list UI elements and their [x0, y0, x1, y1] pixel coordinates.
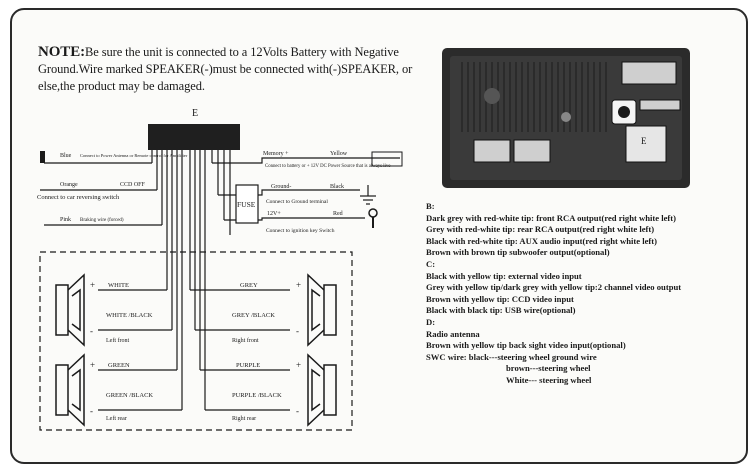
rf-minus: -: [296, 326, 299, 336]
v12-label: 12V+: [267, 211, 281, 217]
orange-wire-label: Orange: [60, 182, 78, 188]
orange-wire-note: Connect to car reversing switch: [37, 194, 120, 201]
yellow-note: Connect to battery or + 12V DC Power Sou…: [265, 164, 390, 169]
green-label: GREEN: [108, 362, 130, 369]
legend-line: Brown with brown tip subwoofer output(op…: [426, 247, 610, 258]
legend-line: Grey with yellow tip/dark grey with yell…: [426, 282, 682, 293]
legend-line: Brown with yellow tip: CCD video input: [426, 293, 574, 304]
right-rear-label: Right rear: [232, 416, 256, 422]
purple-label: PURPLE: [236, 362, 260, 369]
grey-black-label: GREY /BLACK: [232, 312, 275, 319]
legend-line: C:: [426, 258, 436, 269]
lr-plus: +: [90, 360, 95, 370]
ground-note: Connect to Ground terminal: [266, 199, 328, 205]
ignition-key-icon: [368, 208, 378, 228]
right-rear-speaker-icon: [307, 353, 337, 427]
connection-legend: B: Dark grey with red-white tip: front R…: [426, 201, 752, 387]
left-front-label: Left front: [106, 337, 129, 344]
antenna-symbol: [40, 151, 45, 163]
battery-symbol: [371, 151, 403, 167]
legend-line: Brown with yellow tip back sight video i…: [426, 340, 626, 351]
panel-screw-center: [561, 112, 571, 122]
blue-wire-label: Blue: [60, 153, 72, 159]
yellow-label: Yellow: [330, 151, 348, 157]
blue-wire-note: Connect to Power Antenna or Remote contr…: [80, 153, 188, 158]
speaker-area: [39, 251, 353, 431]
legend-line: D:: [426, 316, 436, 327]
lf-minus: -: [90, 326, 93, 336]
orange-wire-value: CCD OFF: [120, 182, 146, 188]
legend-line: Grey with red-white tip: rear RCA output…: [426, 224, 655, 235]
unit-back-panel: E: [442, 48, 690, 188]
red-label: Red: [333, 211, 343, 217]
legend-line: B:: [426, 201, 435, 211]
right-front-speaker-icon: [307, 273, 337, 347]
pink-wire-label: Pink: [60, 217, 71, 223]
fuse-label: FUSE: [237, 200, 256, 209]
harness-wires: [40, 150, 400, 411]
note-heading: NOTE:: [38, 44, 86, 60]
legend-line: SWC wire: black---steering wheel ground …: [426, 351, 597, 362]
back-panel-e-label: E: [641, 136, 647, 146]
ground-symbol: [360, 185, 376, 205]
connector-block: [148, 124, 240, 150]
legend-line-indent: brown---steering wheel: [506, 363, 591, 374]
rf-plus: +: [296, 280, 301, 290]
legend-line: Black with black tip: USB wire(optional): [426, 305, 576, 316]
memory-label: Memory +: [263, 151, 289, 157]
note-block: NOTE:Be sure the unit is connected to a …: [38, 44, 428, 95]
legend-line: Dark grey with red-white tip: front RCA …: [426, 212, 676, 223]
left-rear-speaker-icon: [55, 353, 85, 427]
legend-line-indent: White--- steering wheel: [506, 374, 592, 385]
lf-plus: +: [90, 280, 95, 290]
note-text: Be sure the unit is connected to a 12Vol…: [38, 45, 413, 93]
connector-port-1: [473, 139, 511, 163]
legend-line: Black with yellow tip: external video in…: [426, 270, 582, 281]
connector-port-2: [513, 139, 551, 163]
connector-label: E: [192, 108, 198, 119]
legend-line: Black with red-white tip: AUX audio inpu…: [426, 235, 657, 246]
antenna-port: [621, 61, 677, 85]
rr-plus: +: [296, 360, 301, 370]
main-plug-e: [625, 125, 667, 163]
left-rear-label: Left rear: [106, 415, 127, 422]
legend-line: Radio antenna: [426, 328, 480, 339]
pink-wire-note: Braking wire (forced): [80, 218, 124, 223]
green-black-label: GREEN /BLACK: [106, 392, 153, 399]
vent-grille: [461, 62, 607, 132]
left-front-speaker-icon: [55, 273, 85, 347]
white-black-label: WHITE /BLACK: [106, 312, 153, 319]
grey-label: GREY: [240, 282, 258, 289]
v12-note: Connect to ignition key Switch: [266, 228, 335, 234]
panel-screw: [484, 88, 500, 104]
purple-black-label: PURPLE /BLACK: [232, 392, 282, 399]
black-label: Black: [330, 184, 344, 190]
white-label: WHITE: [108, 282, 129, 289]
right-front-label: Right front: [232, 337, 259, 344]
lr-minus: -: [90, 406, 93, 416]
ground-label: Ground-: [271, 184, 291, 190]
rr-minus: -: [296, 406, 299, 416]
